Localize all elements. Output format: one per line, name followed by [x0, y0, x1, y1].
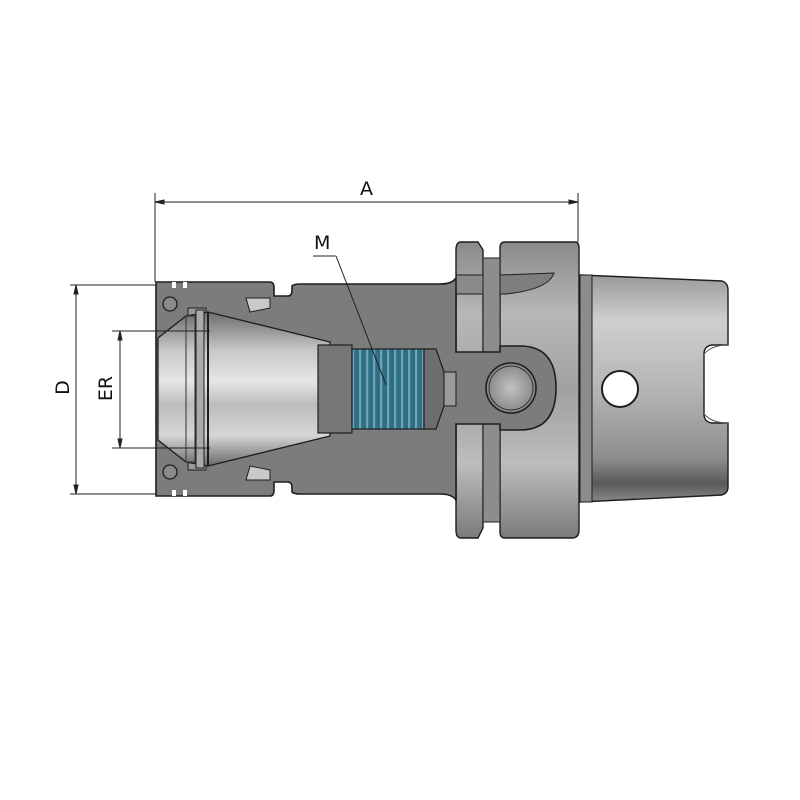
o-ring-top — [162, 296, 178, 312]
collet — [157, 309, 331, 469]
dimension-d — [70, 284, 156, 495]
dimension-er — [112, 330, 210, 449]
label-m: M — [314, 232, 331, 254]
label-d: D — [51, 380, 74, 395]
backup-screw — [317, 344, 457, 434]
thread-m — [351, 348, 425, 430]
label-a: A — [360, 178, 373, 200]
flange-pin — [485, 362, 537, 414]
dimension-a — [154, 193, 579, 282]
label-er: ER — [95, 375, 118, 402]
shank-hole-icon — [601, 370, 639, 408]
o-ring-bottom — [162, 464, 178, 480]
leader-m — [313, 255, 387, 386]
hsk-shank — [579, 274, 729, 503]
